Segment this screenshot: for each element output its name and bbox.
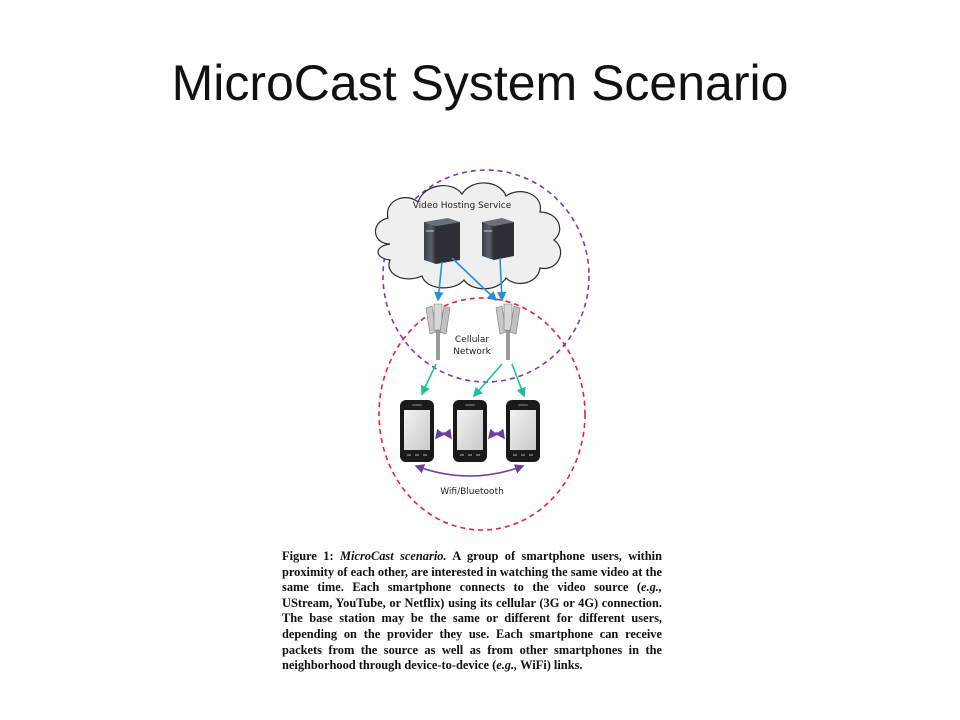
smartphone-icon [506,400,540,462]
cellular-link-arrow [511,363,526,398]
caption-text-3: WiFi) links. [517,658,583,673]
cloud-label: Video Hosting Service [413,201,512,211]
smartphone-icon [453,400,487,462]
server-icon [482,218,514,260]
cellular-network-label-line1: Cellular [455,335,490,345]
scenario-diagram: Video Hosting Service [360,152,600,532]
caption-text-2: UStream, YouTube, or Netflix) using its … [282,595,662,673]
cell-tower-icon [495,303,521,360]
server-link-arrow [434,261,444,302]
cellular-link-arrow [421,363,437,396]
server-icon [424,218,460,264]
d2d-link-arrow [434,428,452,440]
caption-eg-2: e.g., [496,658,518,673]
figure-caption: Figure 1: MicroCast scenario. A group of… [282,549,662,674]
server-link-arrow [451,257,498,302]
cloud-icon [374,182,562,290]
caption-text-1: A group of smartphone users, within prox… [282,549,662,595]
caption-eg-1: e.g., [641,580,662,595]
slide-title: MicroCast System Scenario [171,55,789,111]
d2d-label: Wifi/Bluetooth [440,487,504,497]
figure-number: Figure 1: [282,549,334,563]
figure-name: MicroCast scenario. [340,549,447,563]
d2d-link-arrow [487,428,505,440]
smartphone-icon [400,400,434,462]
cell-tower-icon [425,303,451,360]
server-link-arrow [496,257,507,302]
d2d-link-arrow [414,464,525,477]
cellular-link-arrow [472,363,503,398]
cellular-network-label-line2: Network [453,347,491,357]
cellular-boundary-circle [378,297,586,531]
